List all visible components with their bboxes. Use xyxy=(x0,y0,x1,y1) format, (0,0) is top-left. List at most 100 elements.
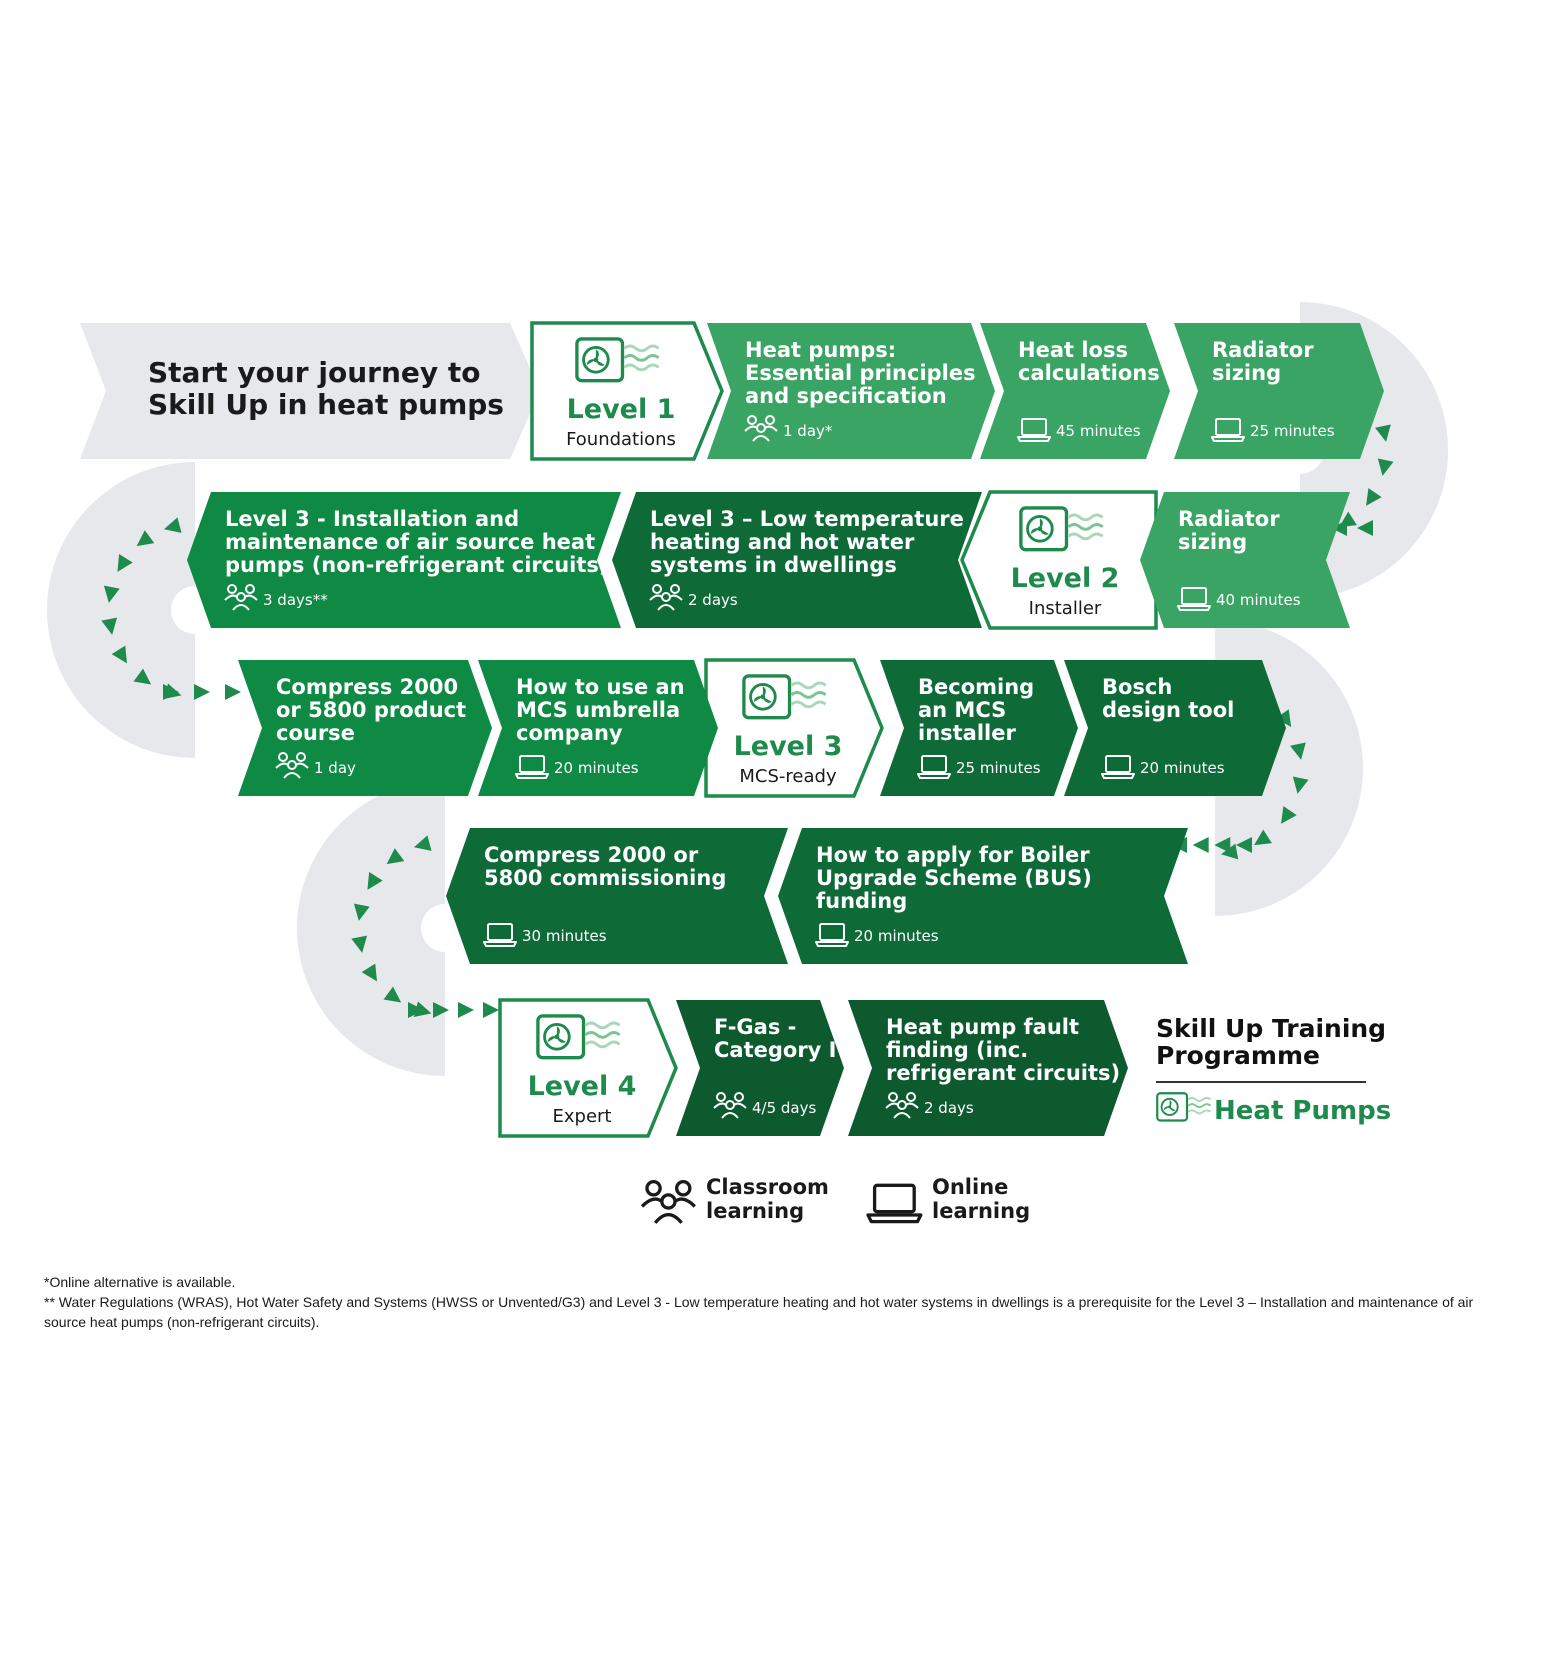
classroom-icon xyxy=(275,752,309,779)
legend-classroom-line-2: learning xyxy=(706,1199,804,1223)
classroom-icon xyxy=(649,584,683,611)
course-duration: 3 days** xyxy=(263,591,328,609)
level-1-box: Level 1 Foundations xyxy=(530,321,724,461)
course-title-line: maintenance of air source heat xyxy=(225,530,595,554)
classroom-icon xyxy=(640,1180,696,1224)
laptop-icon xyxy=(1017,418,1051,442)
heat-pump-icon xyxy=(1019,506,1104,552)
flow-arrow xyxy=(101,617,118,635)
laptop-icon xyxy=(1177,587,1211,611)
laptop-icon xyxy=(1101,755,1135,779)
course-duration: 30 minutes xyxy=(522,927,607,945)
brand-title-line-1: Skill Up Training xyxy=(1156,1014,1386,1043)
course-title-line: heating and hot water xyxy=(650,530,915,554)
course-title-line: finding (inc. xyxy=(886,1038,1028,1062)
laptop-icon xyxy=(866,1183,923,1224)
classroom-icon xyxy=(744,415,778,442)
level-4-box: Level 4 Expert xyxy=(498,998,678,1138)
footnote-prerequisite: ** Water Regulations (WRAS), Hot Water S… xyxy=(44,1294,1474,1330)
footnote-online-alternative: *Online alternative is available. xyxy=(44,1274,236,1290)
flow-arrow xyxy=(433,1002,449,1018)
flow-arrow xyxy=(1236,837,1252,853)
level-3-box: Level 3 MCS-ready xyxy=(704,658,884,798)
legend-classroom-line-1: Classroom xyxy=(706,1175,829,1199)
course-duration: 4/5 days xyxy=(752,1099,816,1117)
flow-arrow xyxy=(351,935,368,953)
level-title: Level 1 xyxy=(567,394,676,425)
connector-loop-4 xyxy=(297,780,445,1076)
flow-arrow xyxy=(408,1002,424,1018)
course-title-line: refrigerant circuits) xyxy=(886,1061,1120,1085)
course-duration: 20 minutes xyxy=(1140,759,1225,777)
connector-loop-2 xyxy=(47,462,195,758)
course-title-line: Heat pump fault xyxy=(886,1015,1079,1039)
level-subtitle: Installer xyxy=(1029,598,1102,619)
course-title-line: design tool xyxy=(1102,698,1234,722)
course-title-line: Bosch xyxy=(1102,675,1172,699)
flow-arrow xyxy=(111,645,127,664)
laptop-icon xyxy=(1211,418,1245,442)
course-title-line: funding xyxy=(816,889,907,913)
course-title-line: Heat loss xyxy=(1018,338,1128,362)
level-title: Level 4 xyxy=(528,1071,637,1102)
flow-arrow xyxy=(483,1002,499,1018)
course-duration: 20 minutes xyxy=(854,927,939,945)
course-title-line: Radiator xyxy=(1212,338,1314,362)
level-subtitle: Foundations xyxy=(566,429,676,450)
course-duration: 2 days xyxy=(924,1099,974,1117)
flow-arrow xyxy=(1366,488,1382,506)
course-title-line: Compress 2000 or xyxy=(484,843,699,867)
heat-pump-icon xyxy=(575,337,660,383)
course-title-line: How to use an xyxy=(516,675,685,699)
course-duration: 1 day xyxy=(314,759,356,777)
course-title-line: MCS umbrella xyxy=(516,698,680,722)
flow-arrow xyxy=(1357,520,1373,536)
course-title-line: Upgrade Scheme (BUS) xyxy=(816,866,1092,890)
flow-arrow xyxy=(1331,520,1347,536)
course-title-line: company xyxy=(516,721,623,745)
flow-arrow xyxy=(1375,424,1391,442)
course-title-line: Heat pumps: xyxy=(745,338,896,362)
flow-arrow xyxy=(225,684,241,700)
flow-arrow xyxy=(1254,829,1272,846)
flow-arrow xyxy=(414,835,432,851)
course-title-line: Essential principles xyxy=(745,361,976,385)
course-title-line: course xyxy=(276,721,355,745)
classroom-icon xyxy=(224,584,258,611)
flow-arrow xyxy=(1281,806,1297,824)
course-card[interactable]: F-Gas -Category I4/5 days xyxy=(676,1000,844,1136)
course-title-line: Category I xyxy=(714,1038,837,1062)
laptop-icon xyxy=(917,755,951,779)
level-subtitle: Expert xyxy=(553,1106,612,1127)
level-subtitle: MCS-ready xyxy=(739,766,837,787)
footnotes: *Online alternative is available. ** Wat… xyxy=(44,1272,1484,1332)
laptop-icon xyxy=(483,923,517,947)
course-title-line: Becoming xyxy=(918,675,1034,699)
brand-title-line-2: Programme xyxy=(1156,1041,1320,1070)
brand-subtitle: Heat Pumps xyxy=(1214,1096,1391,1126)
flow-arrow xyxy=(413,1001,432,1018)
heat-pump-icon xyxy=(536,1014,621,1060)
level-title: Level 3 xyxy=(734,731,843,762)
course-title-line: Level 3 – Low temperature xyxy=(650,507,964,531)
flow-arrow xyxy=(1214,837,1231,853)
classroom-icon xyxy=(885,1092,919,1119)
flow-arrow xyxy=(133,668,152,685)
